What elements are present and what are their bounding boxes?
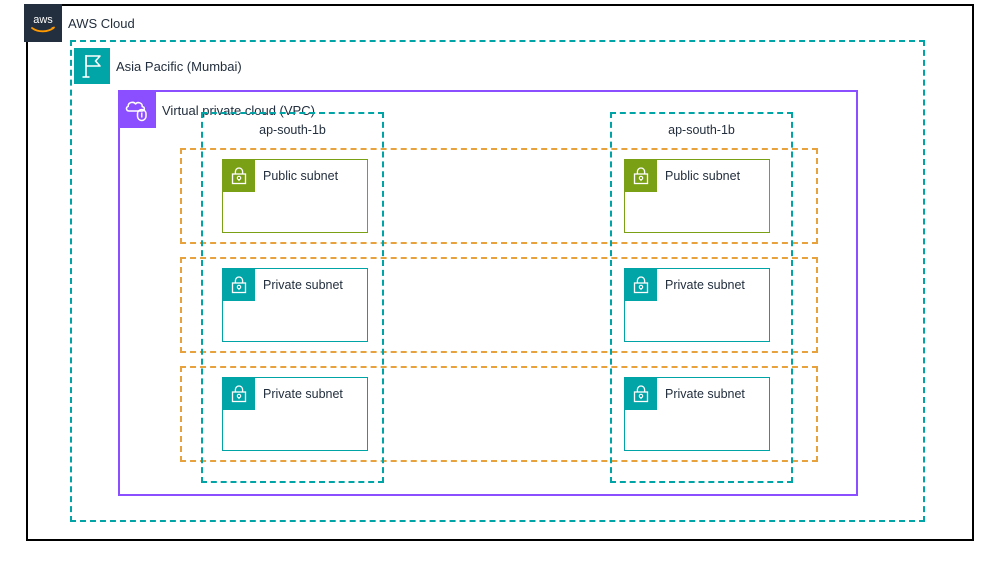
availability-zone-2-label: ap-south-1b [668,123,735,137]
subnet-label: Private subnet [263,278,343,292]
subnet-row-private-1 [180,257,818,353]
aws-cloud-label: AWS Cloud [68,16,135,31]
region-group [70,40,925,522]
availability-zone-2 [610,112,793,483]
padlock-icon [223,378,255,410]
subnet-public-az2[interactable]: Public subnet [624,159,770,233]
availability-zone-1-label: ap-south-1b [259,123,326,137]
subnet-private-az2-b[interactable]: Private subnet [624,377,770,451]
padlock-icon [625,269,657,301]
subnet-private-az1-b[interactable]: Private subnet [222,377,368,451]
padlock-icon [625,378,657,410]
subnet-public-az1[interactable]: Public subnet [222,159,368,233]
vpc-group [118,90,858,496]
aws-logo-icon: aws [24,4,62,42]
subnet-private-az1-a[interactable]: Private subnet [222,268,368,342]
subnet-private-az2-a[interactable]: Private subnet [624,268,770,342]
padlock-icon [223,160,255,192]
subnet-label: Public subnet [263,169,339,183]
region-label: Asia Pacific (Mumbai) [116,59,242,74]
subnet-row-public [180,148,818,244]
vpc-cloud-lock-icon [120,92,156,128]
subnet-label: Public subnet [665,169,741,183]
subnet-label: Private subnet [665,387,745,401]
subnet-label: Private subnet [263,387,343,401]
availability-zone-1 [201,112,384,483]
subnet-row-private-2 [180,366,818,462]
svg-text:aws: aws [33,14,53,26]
subnet-label: Private subnet [665,278,745,292]
region-flag-icon [74,48,110,84]
padlock-icon [625,160,657,192]
padlock-icon [223,269,255,301]
